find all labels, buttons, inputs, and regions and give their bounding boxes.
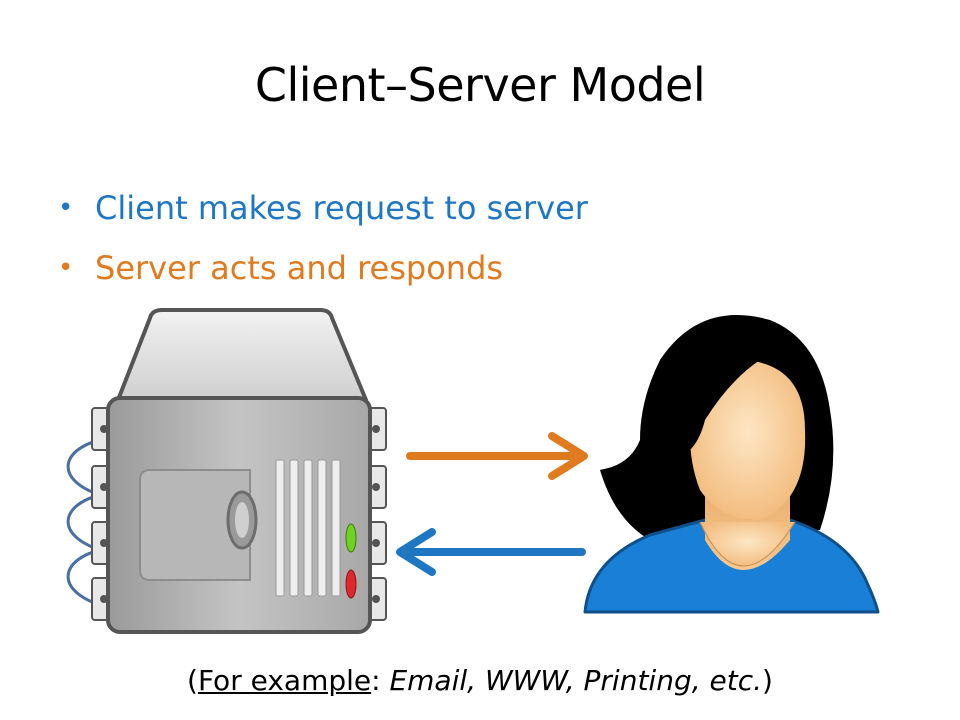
bullet-dot-icon: • (58, 253, 74, 283)
client-person-icon (583, 315, 880, 614)
bullet-list: • Client makes request to server • Serve… (58, 178, 588, 298)
bullet-client-request: • Client makes request to server (58, 178, 588, 238)
bullet-text: Server acts and responds (95, 249, 504, 287)
server-led-green (345, 523, 357, 553)
caption-examples: Email, WWW, Printing, etc. (389, 664, 763, 697)
client-server-diagram (66, 308, 880, 634)
example-caption: (For example: Email, WWW, Printing, etc.… (0, 664, 960, 697)
slide-title: Client–Server Model (254, 58, 706, 112)
caption-close-paren: ) (762, 664, 773, 697)
caption-lead: For example (197, 664, 372, 697)
bullet-dot-icon: • (58, 193, 74, 223)
bullet-text: Client makes request to server (95, 189, 588, 227)
request-arrow (396, 528, 586, 576)
server-led-red (345, 569, 357, 599)
bullet-server-response: • Server acts and responds (58, 238, 588, 298)
server-icon (66, 308, 387, 634)
caption-colon: : (371, 664, 390, 697)
caption-open-paren: ( (187, 664, 198, 697)
response-arrow (406, 432, 588, 480)
